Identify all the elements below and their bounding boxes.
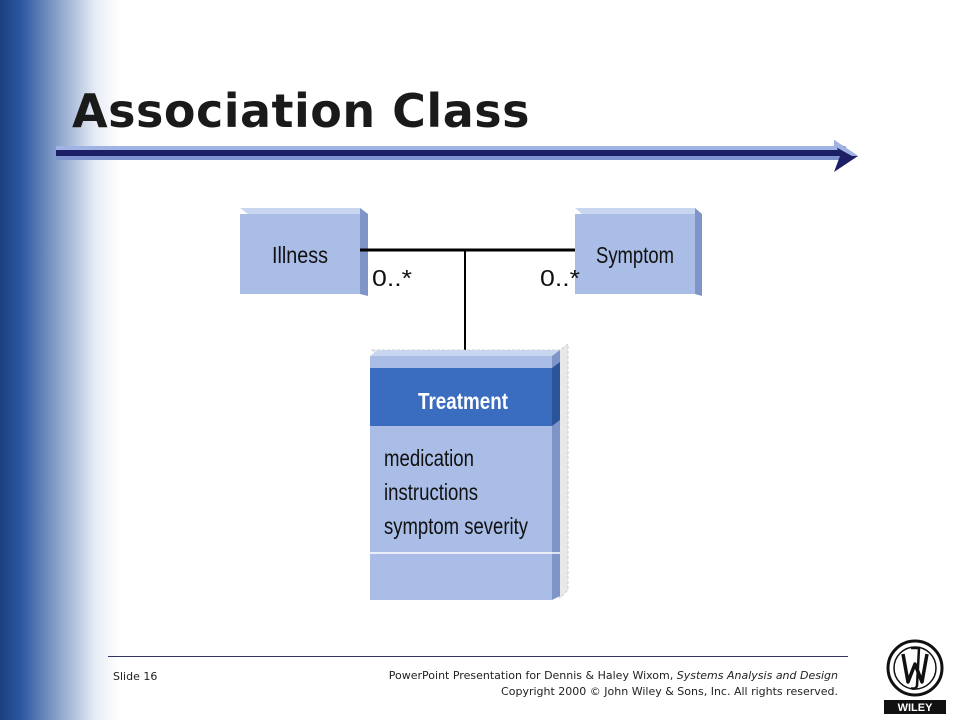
title-arrow-icon [834, 140, 858, 172]
illness-label: Illness [272, 242, 328, 268]
treatment-attribute: symptom severity [384, 513, 528, 539]
slide-number: Slide 16 [113, 670, 158, 683]
title-underline-bar [56, 146, 846, 160]
wiley-logo-icon: WILEY [884, 639, 946, 714]
class-illness[interactable]: Illness [240, 208, 368, 296]
treatment-attribute: instructions [384, 479, 478, 505]
wiley-logo-text: WILEY [898, 702, 933, 714]
footer-divider [108, 656, 848, 657]
left-gradient-band [0, 0, 120, 720]
footer-credits: PowerPoint Presentation for Dennis & Hal… [389, 668, 838, 700]
class-treatment[interactable]: Treatment medication instructions sympto… [370, 343, 569, 600]
multiplicity-illness: 0..* [372, 265, 412, 291]
footer-book-title: Systems Analysis and Design [676, 669, 838, 682]
slide-title: Association Class [72, 84, 530, 138]
class-symptom[interactable]: Symptom [575, 208, 702, 296]
footer-credit-prefix: PowerPoint Presentation for Dennis & Hal… [388, 669, 677, 682]
multiplicity-symptom: 0..* [540, 265, 580, 291]
footer-copyright: Copyright 2000 © John Wiley & Sons, Inc.… [501, 685, 838, 698]
symptom-label: Symptom [596, 242, 674, 268]
treatment-label: Treatment [418, 388, 508, 414]
treatment-attribute: medication [384, 445, 474, 471]
